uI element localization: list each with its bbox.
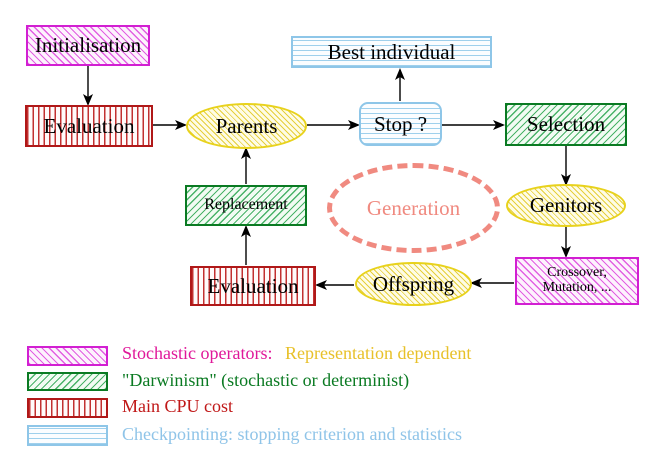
- legend-label-main-cpu-cost: Main CPU cost: [122, 396, 234, 416]
- node-replacement[interactable]: Replacement: [185, 185, 307, 226]
- legend-label-stochastic-operators: Stochastic operators:: [122, 343, 273, 363]
- node-selection-label: Selection: [526, 112, 606, 137]
- node-initialisation-label: Initialisation: [34, 33, 142, 58]
- legend-label-darwinism: "Darwinism" (stochastic or determinist): [122, 370, 410, 390]
- node-evaluation-bottom[interactable]: Evaluation: [190, 266, 316, 306]
- legend-label-representation-dependent: Representation dependent: [285, 343, 472, 363]
- node-crossover-mutation-label: Crossover, Mutation, ...: [542, 265, 612, 295]
- node-evaluation-bottom-label: Evaluation: [207, 273, 299, 298]
- legend-swatch-main-cpu-cost: [27, 398, 108, 418]
- node-genitors-label: Genitors: [529, 193, 603, 218]
- node-initialisation[interactable]: Initialisation: [26, 25, 150, 66]
- node-parents-label: Parents: [215, 113, 278, 138]
- legend-label-checkpointing: Checkpointing: stopping criterion and st…: [122, 424, 462, 444]
- node-evaluation-top[interactable]: Evaluation: [25, 105, 153, 147]
- node-selection[interactable]: Selection: [505, 103, 627, 146]
- node-offspring[interactable]: Offspring: [355, 262, 472, 306]
- node-replacement-label: Replacement: [204, 196, 288, 214]
- node-crossover-mutation[interactable]: Crossover, Mutation, ...: [515, 257, 639, 305]
- legend-swatch-checkpointing: [27, 425, 108, 446]
- legend-swatch-darwinism: [27, 372, 108, 391]
- node-best-individual[interactable]: Best individual: [291, 36, 492, 68]
- node-offspring-label: Offspring: [372, 271, 455, 296]
- legend-swatch-stochastic-operators: [27, 346, 108, 366]
- node-genitors[interactable]: Genitors: [506, 184, 626, 227]
- node-parents[interactable]: Parents: [186, 103, 307, 149]
- node-generation-label: Generation: [366, 195, 461, 220]
- node-stop[interactable]: Stop ?: [359, 102, 442, 146]
- node-evaluation-top-label: Evaluation: [43, 113, 135, 138]
- node-best-individual-label: Best individual: [327, 39, 456, 64]
- node-stop-label: Stop ?: [373, 111, 428, 136]
- node-generation-region: Generation: [327, 163, 500, 253]
